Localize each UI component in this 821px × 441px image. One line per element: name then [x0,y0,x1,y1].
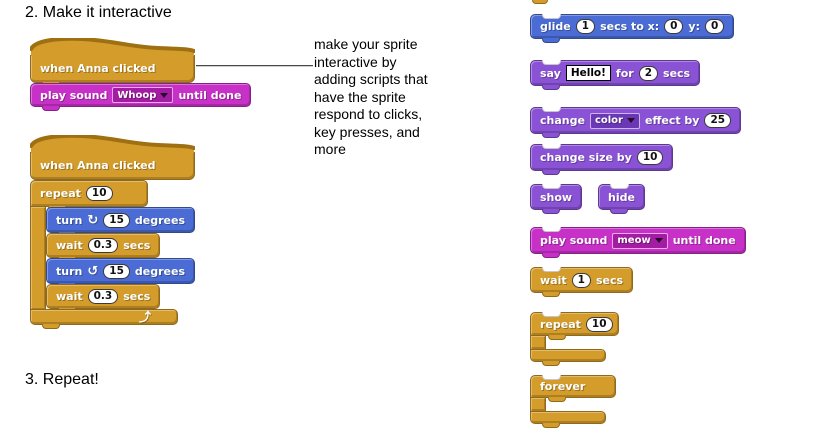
block-label: secs [123,239,151,252]
block-label: secs [595,273,624,287]
number-input[interactable]: 1 [575,19,596,34]
hat-label: when Anna clicked [40,62,156,75]
block-label: wait [56,239,83,252]
block-label: degrees [134,213,185,227]
repeat-bottom-arm[interactable]: ⤴ [30,309,178,329]
block-when-sprite-clicked[interactable]: when Anna clicked [30,152,195,180]
block-label: turn [56,264,83,278]
block-label: for [615,66,634,80]
block-label: repeat [40,187,81,200]
block-label: secs to x: [600,20,660,33]
block-change-effect[interactable]: change color effect by 25 [530,107,742,138]
number-input[interactable]: 10 [636,150,664,165]
number-input[interactable]: 1 [571,272,591,288]
number-input[interactable]: 10 [85,186,113,201]
dropdown-arrow-icon [160,92,169,98]
tutorial-note: make your sprite interactive by adding s… [314,36,428,157]
number-input[interactable]: 0 [664,19,684,34]
block-label: wait [56,290,83,303]
number-input[interactable]: 0.3 [87,289,119,304]
block-label: play sound [540,234,608,247]
effect-dropdown[interactable]: color [589,112,640,129]
block-label: change size by [540,151,632,164]
step-2-heading: 2. Make it interactive [25,4,172,21]
number-input[interactable]: 15 [103,212,130,228]
rotate-ccw-icon: ↺ [87,263,99,279]
block-say-for-secs[interactable]: say Hello! for 2 secs [530,60,701,90]
forever-bottom-arm[interactable] [530,411,606,428]
block-repeat[interactable]: repeat 10 [530,312,619,340]
number-input[interactable]: 10 [585,316,613,332]
block-label: effect by [644,114,700,127]
block-label: repeat [540,317,581,331]
number-input[interactable]: 25 [704,113,732,128]
text-input[interactable]: Hello! [565,65,611,81]
number-input[interactable]: 15 [103,263,130,279]
block-repeat[interactable]: repeat 10 [30,180,148,211]
block-label: y: [688,20,700,33]
forever-left-arm[interactable] [530,398,546,411]
block-wait[interactable]: wait 0.3 secs [46,233,161,262]
block-label: secs [663,66,691,80]
number-input[interactable]: 2 [638,65,659,81]
block-label: turn [56,213,83,227]
repeat-left-arm[interactable] [30,207,46,310]
annotation-line [196,65,313,66]
number-input[interactable]: 0.3 [87,238,119,253]
block-label: hide [608,190,635,204]
block-stub[interactable] [532,0,548,4]
hat-label: when Anna clicked [40,159,156,172]
dropdown-arrow-icon [654,238,663,243]
block-when-sprite-clicked[interactable]: when Anna clicked [30,55,195,87]
sprite-hat-wave-icon [30,38,195,56]
block-label: forever [540,380,586,393]
block-label: change [540,114,585,127]
repeat-left-arm[interactable] [530,336,546,349]
block-glide[interactable]: glide 1 secs to x: 0 y: 0 [530,14,735,43]
block-wait[interactable]: wait 1 secs [530,267,634,297]
block-change-size[interactable]: change size by 10 [530,144,674,175]
dropdown-value: meow [617,235,651,246]
dropdown-value: Whoop [117,89,157,101]
dropdown-arrow-icon [626,118,635,123]
dropdown-value: color [594,115,623,126]
rotate-cw-icon: ↻ [87,212,99,228]
block-turn-ccw[interactable]: turn ↺ 15 degrees [46,258,195,288]
block-label: wait [540,273,567,287]
block-label: say [540,66,561,80]
sound-dropdown[interactable]: Whoop [112,87,174,103]
block-forever[interactable]: forever [530,375,616,402]
block-wait[interactable]: wait 0.3 secs [46,284,161,313]
sound-dropdown[interactable]: meow [612,232,668,249]
block-label: degrees [134,264,185,278]
block-label: until done [178,88,242,102]
block-label: show [540,190,573,204]
sprite-hat-wave-icon [30,135,195,153]
number-input[interactable]: 0 [705,19,725,34]
block-hide[interactable]: hide [598,184,645,214]
block-turn-cw[interactable]: turn ↻ 15 degrees [46,207,195,237]
block-play-sound-until-done[interactable]: play sound meow until done [530,227,746,258]
loop-arrow-icon: ⤴ [138,310,151,324]
block-play-sound-until-done[interactable]: play sound Whoop until done [30,83,252,111]
block-show[interactable]: show [530,184,583,214]
block-label: until done [672,234,736,247]
block-label: play sound [40,88,108,102]
repeat-bottom-arm[interactable] [530,349,606,366]
block-label: glide [540,20,571,33]
step-3-heading: 3. Repeat! [25,371,99,388]
block-label: secs [123,290,151,303]
